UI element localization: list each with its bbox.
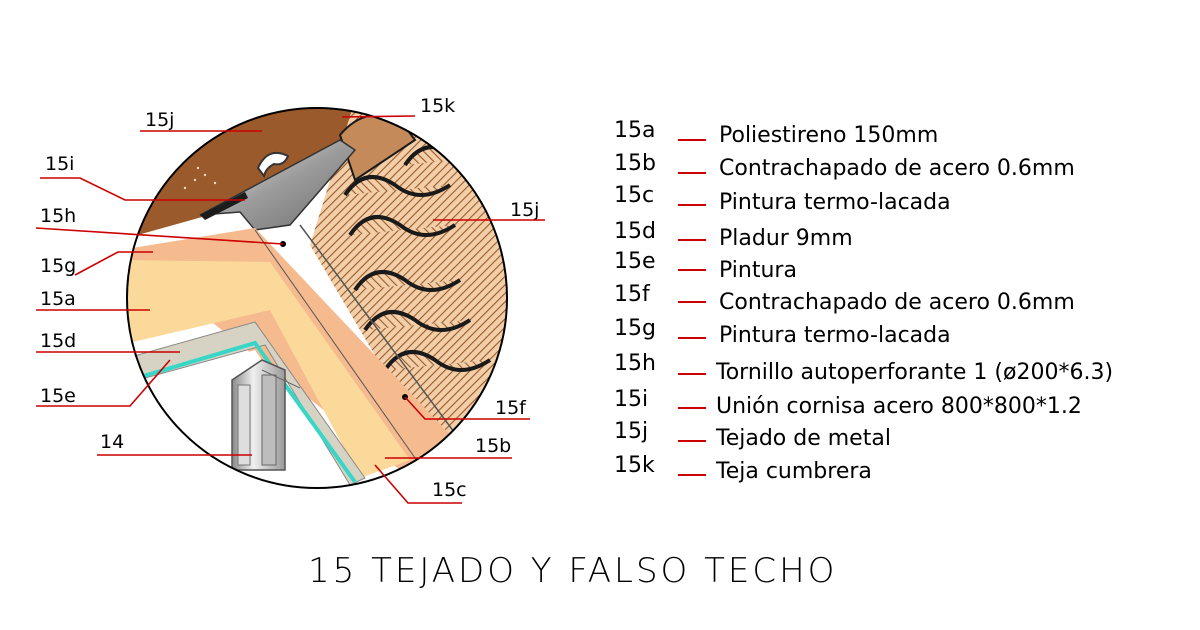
callout-15e: 15e: [36, 359, 171, 407]
svg-text:15j: 15j: [145, 109, 174, 131]
svg-text:15e: 15e: [40, 385, 76, 407]
svg-text:15g: 15g: [40, 255, 76, 277]
svg-text:15k: 15k: [420, 95, 455, 117]
svg-text:15h: 15h: [40, 205, 76, 227]
svg-text:15f: 15f: [495, 397, 527, 419]
svg-text:14: 14: [100, 431, 124, 453]
svg-text:15i: 15i: [45, 153, 74, 175]
callout-15j-right: 15j: [433, 199, 545, 221]
svg-text:15j: 15j: [510, 199, 539, 221]
paint-line: [129, 340, 357, 484]
svg-text:Tornillo autoperforante 1 (ø20: Tornillo autoperforante 1 (ø200*6.3): [715, 360, 1113, 385]
legend-item: 15j Tejado de metal: [614, 419, 891, 451]
callouts: 15j 15k 15i 15h 15j 15g 15a 15d: [35, 95, 545, 504]
callout-15g: 15g: [40, 251, 153, 277]
svg-text:15a: 15a: [614, 118, 655, 143]
svg-text:15k: 15k: [614, 453, 655, 478]
legend-item: 15k Teja cumbrera: [614, 453, 872, 484]
detail-circle-outline: [126, 107, 508, 489]
svg-text:Pintura termo-lacada: Pintura termo-lacada: [719, 323, 951, 348]
svg-text:15g: 15g: [614, 316, 656, 341]
callout-15i: 15i: [40, 153, 245, 201]
svg-text:15d: 15d: [40, 330, 76, 352]
svg-text:Contrachapado de acero 0.6mm: Contrachapado de acero 0.6mm: [719, 156, 1075, 181]
svg-text:15b: 15b: [475, 435, 511, 457]
legend: 15a Poliestireno 150mm 15b Contrachapado…: [614, 118, 1113, 484]
polystyrene-insulation: [127, 260, 410, 478]
svg-text:15c: 15c: [614, 183, 654, 208]
svg-text:15c: 15c: [432, 479, 467, 501]
detail-circle: [127, 108, 507, 488]
callout-15f: 15f: [404, 396, 530, 420]
svg-text:15e: 15e: [614, 249, 656, 274]
legend-item: 15g Pintura termo-lacada: [614, 316, 951, 348]
callout-15b: 15b: [385, 435, 512, 459]
callout-15j-top: 15j: [140, 109, 262, 132]
svg-text:Teja cumbrera: Teja cumbrera: [715, 459, 872, 484]
metal-roof-area: [310, 108, 507, 488]
callout-15h: 15h: [35, 205, 284, 245]
svg-text:15a: 15a: [40, 288, 76, 310]
callout-15d: 15d: [36, 330, 180, 353]
callout-15k: 15k: [341, 95, 455, 118]
svg-text:15i: 15i: [614, 387, 648, 412]
callout-15c: 15c: [374, 464, 467, 504]
svg-text:Tejado de metal: Tejado de metal: [715, 426, 891, 451]
svg-text:15d: 15d: [614, 219, 656, 244]
svg-text:Unión cornisa acero 800*800*1.: Unión cornisa acero 800*800*1.2: [716, 394, 1082, 419]
hook-cutout: [256, 152, 290, 179]
legend-item: 15b Contrachapado de acero 0.6mm: [614, 151, 1075, 181]
legend-item: 15c Pintura termo-lacada: [614, 183, 951, 215]
legend-item: 15f Contrachapado de acero 0.6mm: [614, 282, 1075, 315]
legend-item: 15i Unión cornisa acero 800*800*1.2: [614, 387, 1082, 419]
svg-text:15j: 15j: [614, 419, 648, 444]
legend-item: 15h Tornillo autoperforante 1 (ø200*6.3): [614, 351, 1113, 385]
svg-text:15b: 15b: [614, 151, 656, 176]
diagram-title: 15 TEJADO Y FALSO TECHO: [308, 551, 837, 591]
svg-text:Poliestireno 150mm: Poliestireno 150mm: [719, 123, 938, 148]
svg-text:15f: 15f: [614, 282, 651, 307]
svg-text:Pintura termo-lacada: Pintura termo-lacada: [719, 190, 951, 215]
svg-text:15h: 15h: [614, 351, 656, 376]
legend-item: 15e Pintura: [614, 249, 797, 283]
steel-stud: [231, 359, 301, 471]
svg-text:Pintura: Pintura: [719, 258, 797, 283]
legend-item: 15a Poliestireno 150mm: [614, 118, 938, 148]
legend-item: 15d Pladur 9mm: [614, 219, 853, 251]
svg-text:Contrachapado de acero 0.6mm: Contrachapado de acero 0.6mm: [719, 290, 1075, 315]
svg-text:Pladur 9mm: Pladur 9mm: [719, 226, 853, 251]
cornice-steel-joint: [199, 139, 357, 231]
callout-15a: 15a: [36, 288, 150, 311]
callout-14: 14: [97, 431, 252, 456]
